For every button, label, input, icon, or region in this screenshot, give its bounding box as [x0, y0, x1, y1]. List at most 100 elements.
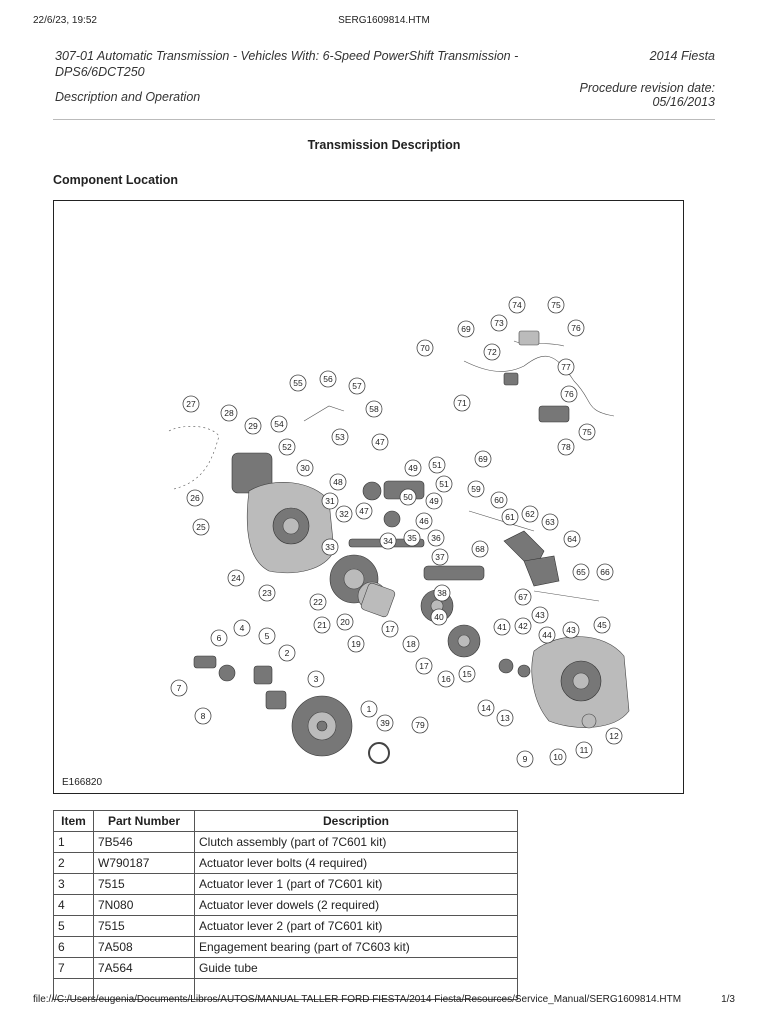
- document-type: Description and Operation: [55, 90, 201, 104]
- callout-42: 42: [518, 621, 528, 631]
- cell-description: Actuator lever 1 (part of 7C601 kit): [194, 873, 518, 895]
- callout-43a: 43: [535, 610, 545, 620]
- callout-29: 29: [248, 421, 258, 431]
- header-description: Description: [194, 810, 518, 832]
- callout-40: 40: [434, 612, 444, 622]
- callout-67: 67: [518, 592, 528, 602]
- callout-47a: 47: [375, 437, 385, 447]
- callout-65: 65: [576, 567, 586, 577]
- callout-45: 45: [597, 620, 607, 630]
- cell-part-number: 7A564: [93, 957, 195, 979]
- callout-12: 12: [609, 731, 619, 741]
- callout-41: 41: [497, 622, 507, 632]
- callout-30: 30: [300, 463, 310, 473]
- callout-8: 8: [201, 711, 206, 721]
- callout-74: 74: [512, 300, 522, 310]
- callout-55: 55: [293, 378, 303, 388]
- cell-description: Guide tube: [194, 957, 518, 979]
- callout-52: 52: [282, 442, 292, 452]
- revision-date: 05/16/2013: [652, 95, 715, 109]
- cell-item: 7: [53, 957, 94, 979]
- vehicle-model: 2014 Fiesta: [649, 49, 715, 63]
- callout-2: 2: [285, 648, 290, 658]
- callout-19: 19: [351, 639, 361, 649]
- callout-75a: 75: [551, 300, 561, 310]
- cell-part-number: 7B546: [93, 831, 195, 853]
- callout-10: 10: [553, 752, 563, 762]
- callout-72: 72: [487, 347, 497, 357]
- callout-69b: 69: [478, 454, 488, 464]
- cell-item: 2: [53, 852, 94, 874]
- callout-50: 50: [403, 492, 413, 502]
- callout-54: 54: [274, 419, 284, 429]
- callout-24: 24: [231, 573, 241, 583]
- callout-9: 9: [523, 754, 528, 764]
- callout-43b: 43: [566, 625, 576, 635]
- file-path: file:///C:/Users/eugenia/Documents/Libro…: [33, 994, 682, 1005]
- callout-79: 79: [415, 720, 425, 730]
- callout-labels: 1 2 3 4 5 6 7 8 9 10 11 12 13 14 15 16 1…: [170, 296, 623, 768]
- cell-description: [194, 978, 518, 1000]
- cell-description: Actuator lever bolts (4 required): [194, 852, 518, 874]
- callout-69a: 69: [461, 324, 471, 334]
- callout-17b: 17: [419, 661, 429, 671]
- revision-label: Procedure revision date:: [579, 81, 716, 95]
- page-number: 1/3: [721, 994, 735, 1005]
- callout-32: 32: [339, 509, 349, 519]
- callout-15: 15: [462, 669, 472, 679]
- figure-id: E166820: [62, 777, 103, 788]
- callout-34: 34: [383, 536, 393, 546]
- callout-27: 27: [186, 399, 196, 409]
- callout-70: 70: [420, 343, 430, 353]
- cell-part-number: 7A508: [93, 936, 195, 958]
- table-header-row: Item Part Number Description: [53, 810, 518, 832]
- revision-info: Procedure revision date: 05/16/2013: [580, 81, 716, 109]
- cell-part-number: 7515: [93, 915, 195, 937]
- callout-4: 4: [240, 623, 245, 633]
- callout-38: 38: [437, 588, 447, 598]
- callout-46: 46: [419, 516, 429, 526]
- callout-11: 11: [580, 745, 589, 755]
- callout-33: 33: [325, 542, 335, 552]
- callout-57: 57: [352, 381, 362, 391]
- cell-description: Engagement bearing (part of 7C603 kit): [194, 936, 518, 958]
- callout-35: 35: [407, 533, 417, 543]
- callout-26: 26: [190, 493, 200, 503]
- callout-59: 59: [471, 484, 481, 494]
- callout-25: 25: [196, 522, 206, 532]
- callout-13: 13: [500, 713, 510, 723]
- callout-6: 6: [217, 633, 222, 643]
- callout-49a: 49: [408, 463, 418, 473]
- cell-description: Actuator lever dowels (2 required): [194, 894, 518, 916]
- callout-36: 36: [431, 533, 441, 543]
- callout-63: 63: [545, 517, 555, 527]
- cell-item: 1: [53, 831, 94, 853]
- cell-part-number: 7N080: [93, 894, 195, 916]
- callout-53: 53: [335, 432, 345, 442]
- callout-5: 5: [265, 631, 270, 641]
- header-part-number: Part Number: [93, 810, 195, 832]
- callout-7: 7: [177, 683, 182, 693]
- callout-75b: 75: [582, 427, 592, 437]
- callout-47b: 47: [359, 506, 369, 516]
- callout-31: 31: [325, 496, 335, 506]
- callout-3: 3: [314, 674, 319, 684]
- document-header: 307-01 Automatic Transmission - Vehicles…: [55, 48, 715, 118]
- callout-61: 61: [505, 512, 515, 522]
- document-title: 307-01 Automatic Transmission - Vehicles…: [55, 49, 519, 79]
- diagram-drawing: 1 2 3 4 5 6 7 8 9 10 11 12 13 14 15 16 1…: [168, 296, 630, 768]
- cell-item: 4: [53, 894, 94, 916]
- table-row: [53, 978, 518, 1000]
- print-timestamp: 22/6/23, 19:52: [33, 15, 97, 26]
- callout-22: 22: [313, 597, 323, 607]
- callout-48: 48: [333, 477, 343, 487]
- print-filename: SERG1609814.HTM: [338, 15, 430, 26]
- header-item: Item: [53, 810, 94, 832]
- callout-58: 58: [369, 404, 379, 414]
